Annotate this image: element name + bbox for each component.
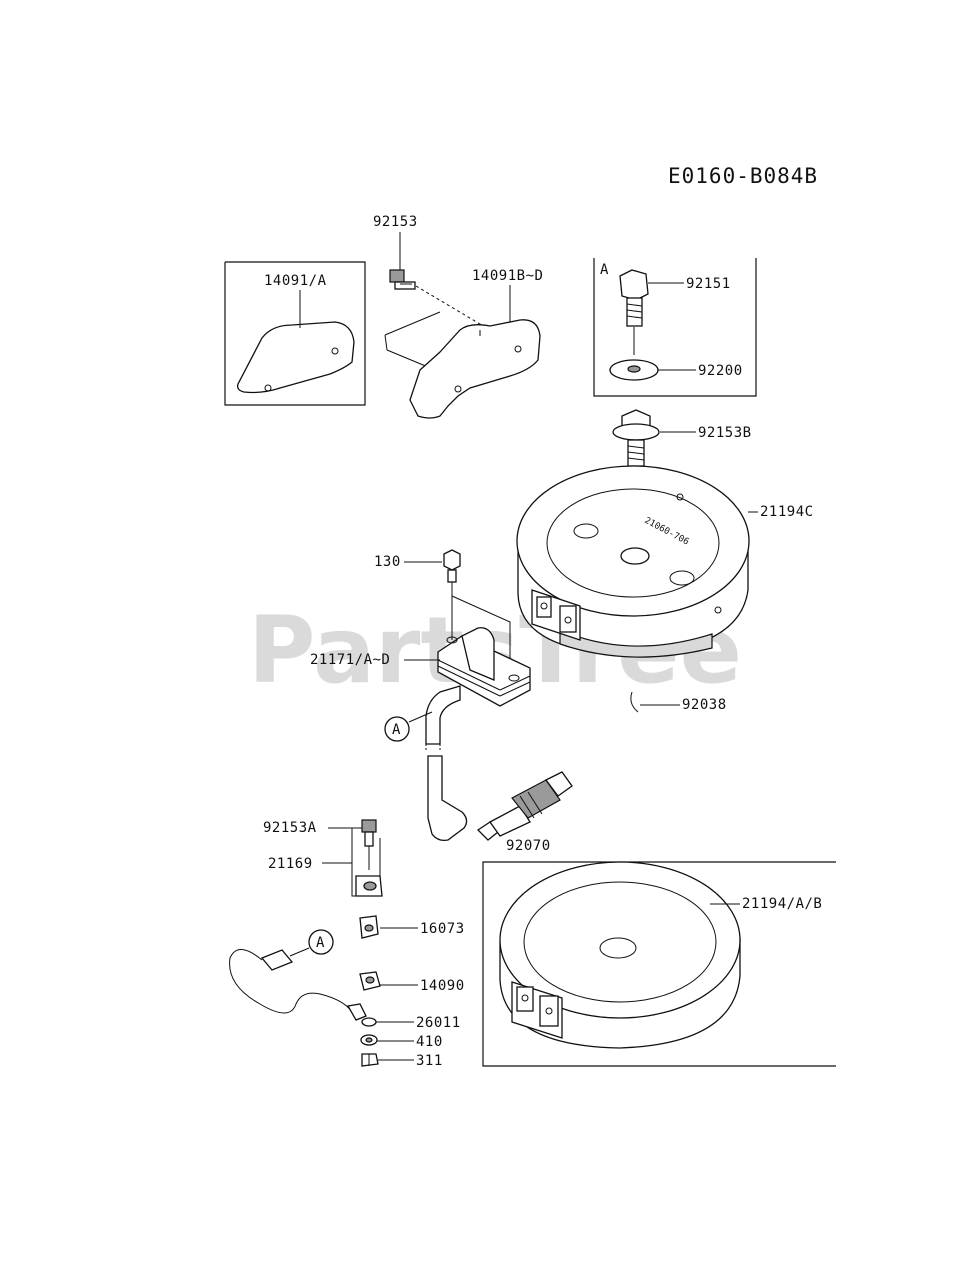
label-410: 410 xyxy=(416,1034,443,1050)
label-21194ab: 21194/A/B xyxy=(742,896,822,912)
washer-410[interactable] xyxy=(360,1034,378,1046)
bolt-92153[interactable] xyxy=(389,269,416,290)
terminal-26011[interactable] xyxy=(361,1017,377,1027)
shield-14091bd[interactable] xyxy=(384,311,541,419)
label-21194c: 21194C xyxy=(760,504,814,520)
flywheel-21194ab[interactable] xyxy=(499,861,741,1049)
shield-14091a[interactable] xyxy=(236,290,355,394)
label-26011: 26011 xyxy=(416,1015,461,1031)
bolt-130[interactable] xyxy=(443,549,461,583)
box-14091a xyxy=(224,261,366,406)
key-92038[interactable] xyxy=(630,691,639,713)
ref-circle-a-2: A xyxy=(308,929,334,955)
ignition-coil-21171[interactable] xyxy=(425,595,531,745)
diagram-code: E0160-B084B xyxy=(668,164,818,188)
label-92153b: 92153B xyxy=(698,425,752,441)
label-92153a: 92153A xyxy=(263,820,317,836)
nut-311[interactable] xyxy=(361,1053,379,1067)
label-130: 130 xyxy=(374,554,401,570)
svg-text:A: A xyxy=(316,935,325,951)
label-92038: 92038 xyxy=(682,697,727,713)
label-92200: 92200 xyxy=(698,363,743,379)
flywheel-21194c[interactable]: 21060-706 xyxy=(516,465,750,658)
bolt-92151[interactable] xyxy=(619,269,649,327)
label-21169: 21169 xyxy=(268,856,313,872)
label-16073: 16073 xyxy=(420,921,465,937)
bracket-21169[interactable] xyxy=(351,828,383,897)
bolt-92153a[interactable] xyxy=(361,819,377,847)
spark-plug[interactable] xyxy=(476,771,573,841)
ground-wire[interactable] xyxy=(229,947,367,1021)
label-311: 311 xyxy=(416,1053,443,1069)
clamp-16073[interactable] xyxy=(359,915,379,939)
washer-92200[interactable] xyxy=(609,359,659,381)
label-21171: 21171/A~D xyxy=(310,652,390,668)
label-14091bd: 14091B~D xyxy=(472,268,543,284)
label-92151: 92151 xyxy=(686,276,731,292)
label-14091a: 14091/A xyxy=(264,273,327,289)
label-92153: 92153 xyxy=(373,214,418,230)
label-14090: 14090 xyxy=(420,978,465,994)
label-92070: 92070 xyxy=(506,838,551,854)
bolt-92153b[interactable] xyxy=(612,409,660,467)
ref-circle-a-1: A xyxy=(384,716,410,742)
svg-text:A: A xyxy=(392,722,401,738)
clamp-14090[interactable] xyxy=(359,971,381,991)
spark-plug-wire[interactable] xyxy=(425,744,468,842)
box-a-label: A xyxy=(600,262,609,278)
